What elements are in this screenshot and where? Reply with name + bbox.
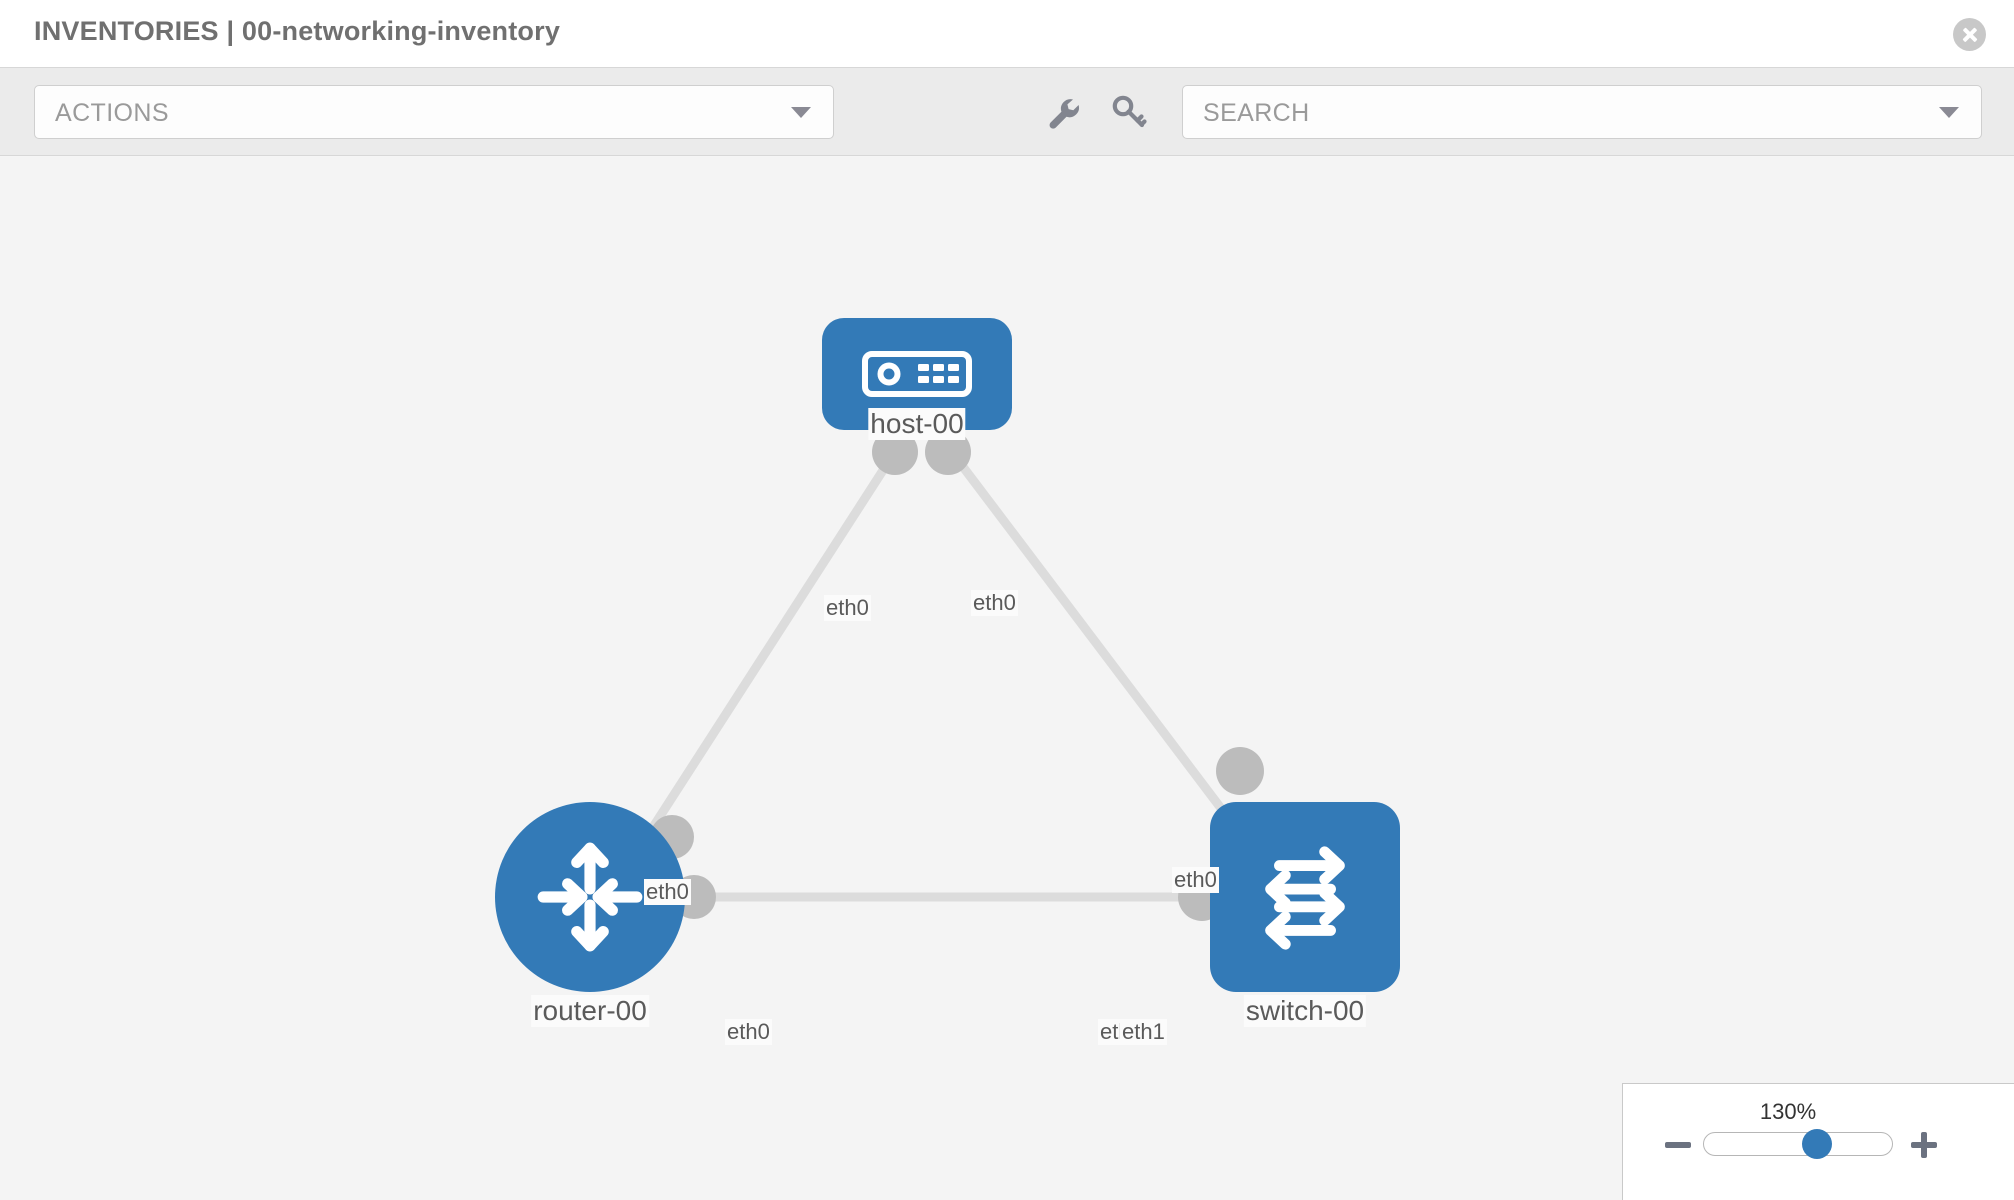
server-device-icon [862, 351, 972, 397]
node-label-host-00: host-00 [868, 408, 966, 440]
connector-host-right [925, 429, 971, 475]
node-label-switch-00: switch-00 [1243, 995, 1367, 1027]
search-placeholder: SEARCH [1203, 99, 1310, 127]
topology-links [604, 429, 1292, 921]
page-title: INVENTORIES | 00-networking-inventory [34, 16, 561, 46]
zoom-control-panel: 130% [1622, 1083, 2014, 1200]
zoom-level-value: 130% [1759, 1099, 1817, 1124]
iface-label-host-left: eth0 [824, 595, 871, 621]
search-input[interactable]: SEARCH [1182, 85, 1982, 139]
zoom-in-button[interactable] [1911, 1132, 1937, 1158]
actions-dropdown[interactable]: ACTIONS [34, 85, 834, 139]
chevron-down-icon [791, 107, 811, 118]
zoom-out-button[interactable] [1665, 1142, 1691, 1148]
topology-canvas[interactable]: host-00 router-00 [0, 157, 2014, 1200]
key-icon[interactable] [1106, 90, 1150, 134]
title-bar: INVENTORIES | 00-networking-inventory [0, 0, 2014, 68]
topology-node-host-00[interactable]: host-00 [822, 318, 1012, 503]
zoom-slider-track[interactable] [1703, 1129, 1893, 1159]
router-arrows-icon [537, 842, 643, 952]
iface-label-switch-top: eth0 [1172, 867, 1219, 893]
iface-label-switch-left: eth1 [1120, 1019, 1167, 1045]
connector-host-left [872, 429, 918, 475]
iface-label-router-top: eth0 [644, 879, 691, 905]
toolbar: ACTIONS SEARCH [0, 68, 2014, 156]
actions-dropdown-label: ACTIONS [55, 99, 169, 127]
switch-arrows-icon [1265, 846, 1345, 950]
wrench-icon[interactable] [1040, 90, 1084, 134]
close-icon[interactable] [1953, 18, 1986, 51]
iface-label-router-right: eth0 [725, 1019, 772, 1045]
switch-node-shape [1210, 802, 1400, 992]
chevron-down-icon[interactable] [1939, 107, 1959, 118]
topology-node-router-00[interactable]: router-00 [495, 802, 685, 1027]
topology-node-switch-00[interactable]: switch-00 [1210, 802, 1400, 1027]
iface-label-host-right: eth0 [971, 590, 1018, 616]
zoom-slider-thumb[interactable] [1801, 1129, 1832, 1159]
node-label-router-00: router-00 [531, 995, 649, 1027]
connector-switch-top [1216, 747, 1264, 795]
